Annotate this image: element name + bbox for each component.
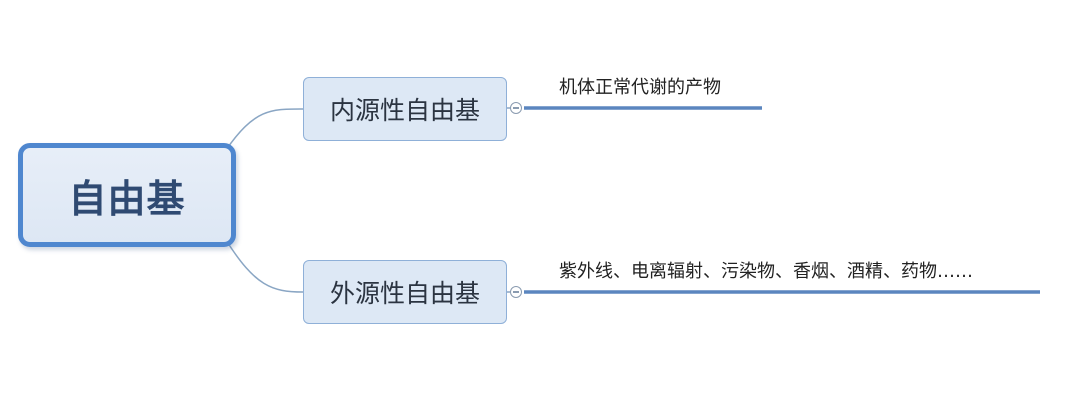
leaf-node-exogenous[interactable]: 紫外线、电离辐射、污染物、香烟、酒精、药物…… <box>559 261 973 282</box>
branch-node-label: 内源性自由基 <box>329 96 480 125</box>
collapse-toggle-icon[interactable] <box>510 286 522 298</box>
branch-node-exogenous[interactable]: 外源性自由基 <box>303 260 507 324</box>
collapse-toggle-icon[interactable] <box>510 102 522 114</box>
root-node[interactable]: 自由基 <box>18 143 236 247</box>
root-node-label: 自由基 <box>68 176 186 221</box>
connector-root-to-branch-2 <box>225 239 304 293</box>
leaf-node-endogenous[interactable]: 机体正常代谢的产物 <box>559 77 721 98</box>
branch-node-label: 外源性自由基 <box>329 279 480 308</box>
branch-node-endogenous[interactable]: 内源性自由基 <box>303 77 507 141</box>
connector-root-to-branch-1 <box>225 108 304 151</box>
